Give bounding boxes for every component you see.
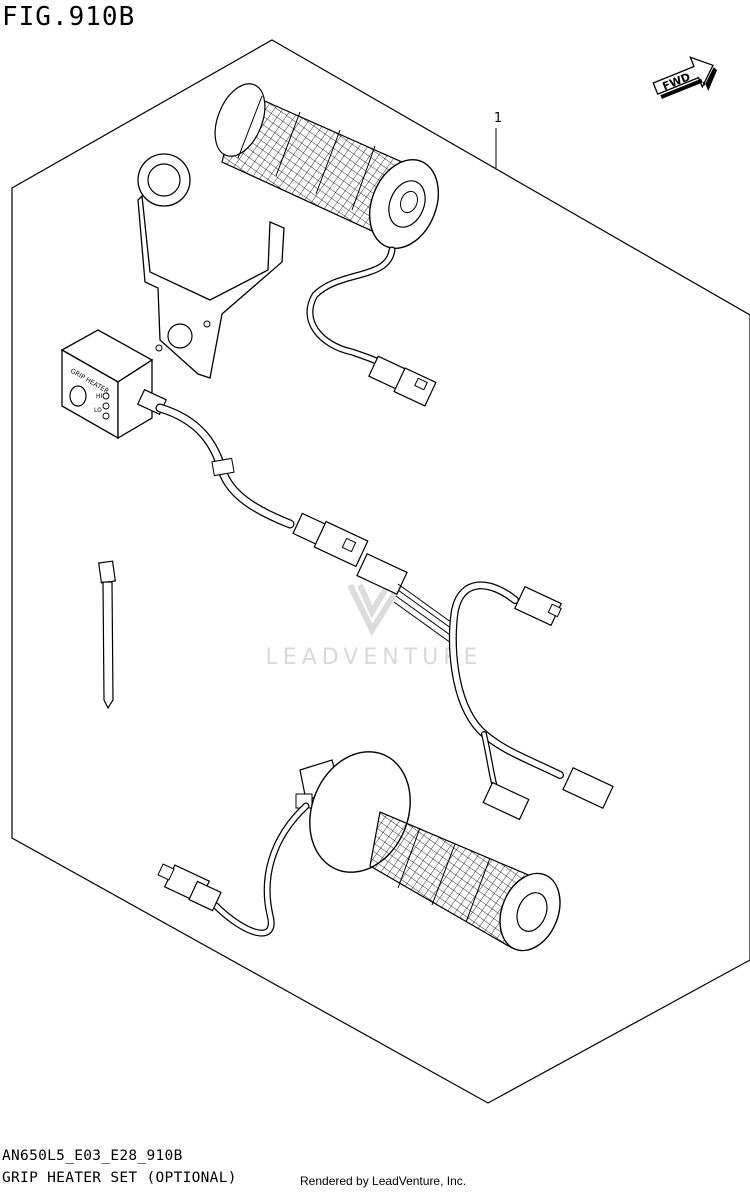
lower-heated-grip (295, 751, 561, 952)
diagram-caption: GRIP HEATER SET (OPTIONAL) (2, 1170, 237, 1186)
grip-heater-switch: GRIP HEATER HI LO (60, 329, 168, 440)
main-y-harness (356, 553, 614, 821)
watermark-logo-mark (347, 583, 403, 637)
cable-tie (97, 560, 117, 710)
watermark: LEADVENTURE (266, 583, 483, 670)
watermark-text: LEADVENTURE (266, 645, 483, 670)
kit-outline (11, 39, 750, 1104)
main-harness-branch-connector-b (482, 781, 530, 821)
rendered-by-credit: Rendered by LeadVenture, Inc. (300, 1174, 467, 1188)
upper-grip-lead (306, 246, 437, 407)
callout-1-label: 1 (494, 111, 502, 126)
switch-hi-label: HI (96, 393, 103, 400)
switch-lo-label: LO (94, 407, 102, 414)
figure-title: FIG.910B (2, 2, 136, 32)
lower-grip-lead (157, 802, 310, 937)
switch-button-icon (69, 385, 87, 407)
upper-heated-grip (214, 83, 440, 250)
switch-harness (155, 403, 369, 568)
fwd-arrow-icon: FWD (652, 56, 718, 99)
main-harness-branch-connector-c (562, 767, 614, 809)
diagram-model-code: AN650L5_E03_E28_910B (2, 1148, 183, 1164)
switch-mounting-bracket (137, 153, 285, 379)
main-harness-input-connector (356, 553, 408, 595)
callout-1: 1 (494, 111, 502, 168)
